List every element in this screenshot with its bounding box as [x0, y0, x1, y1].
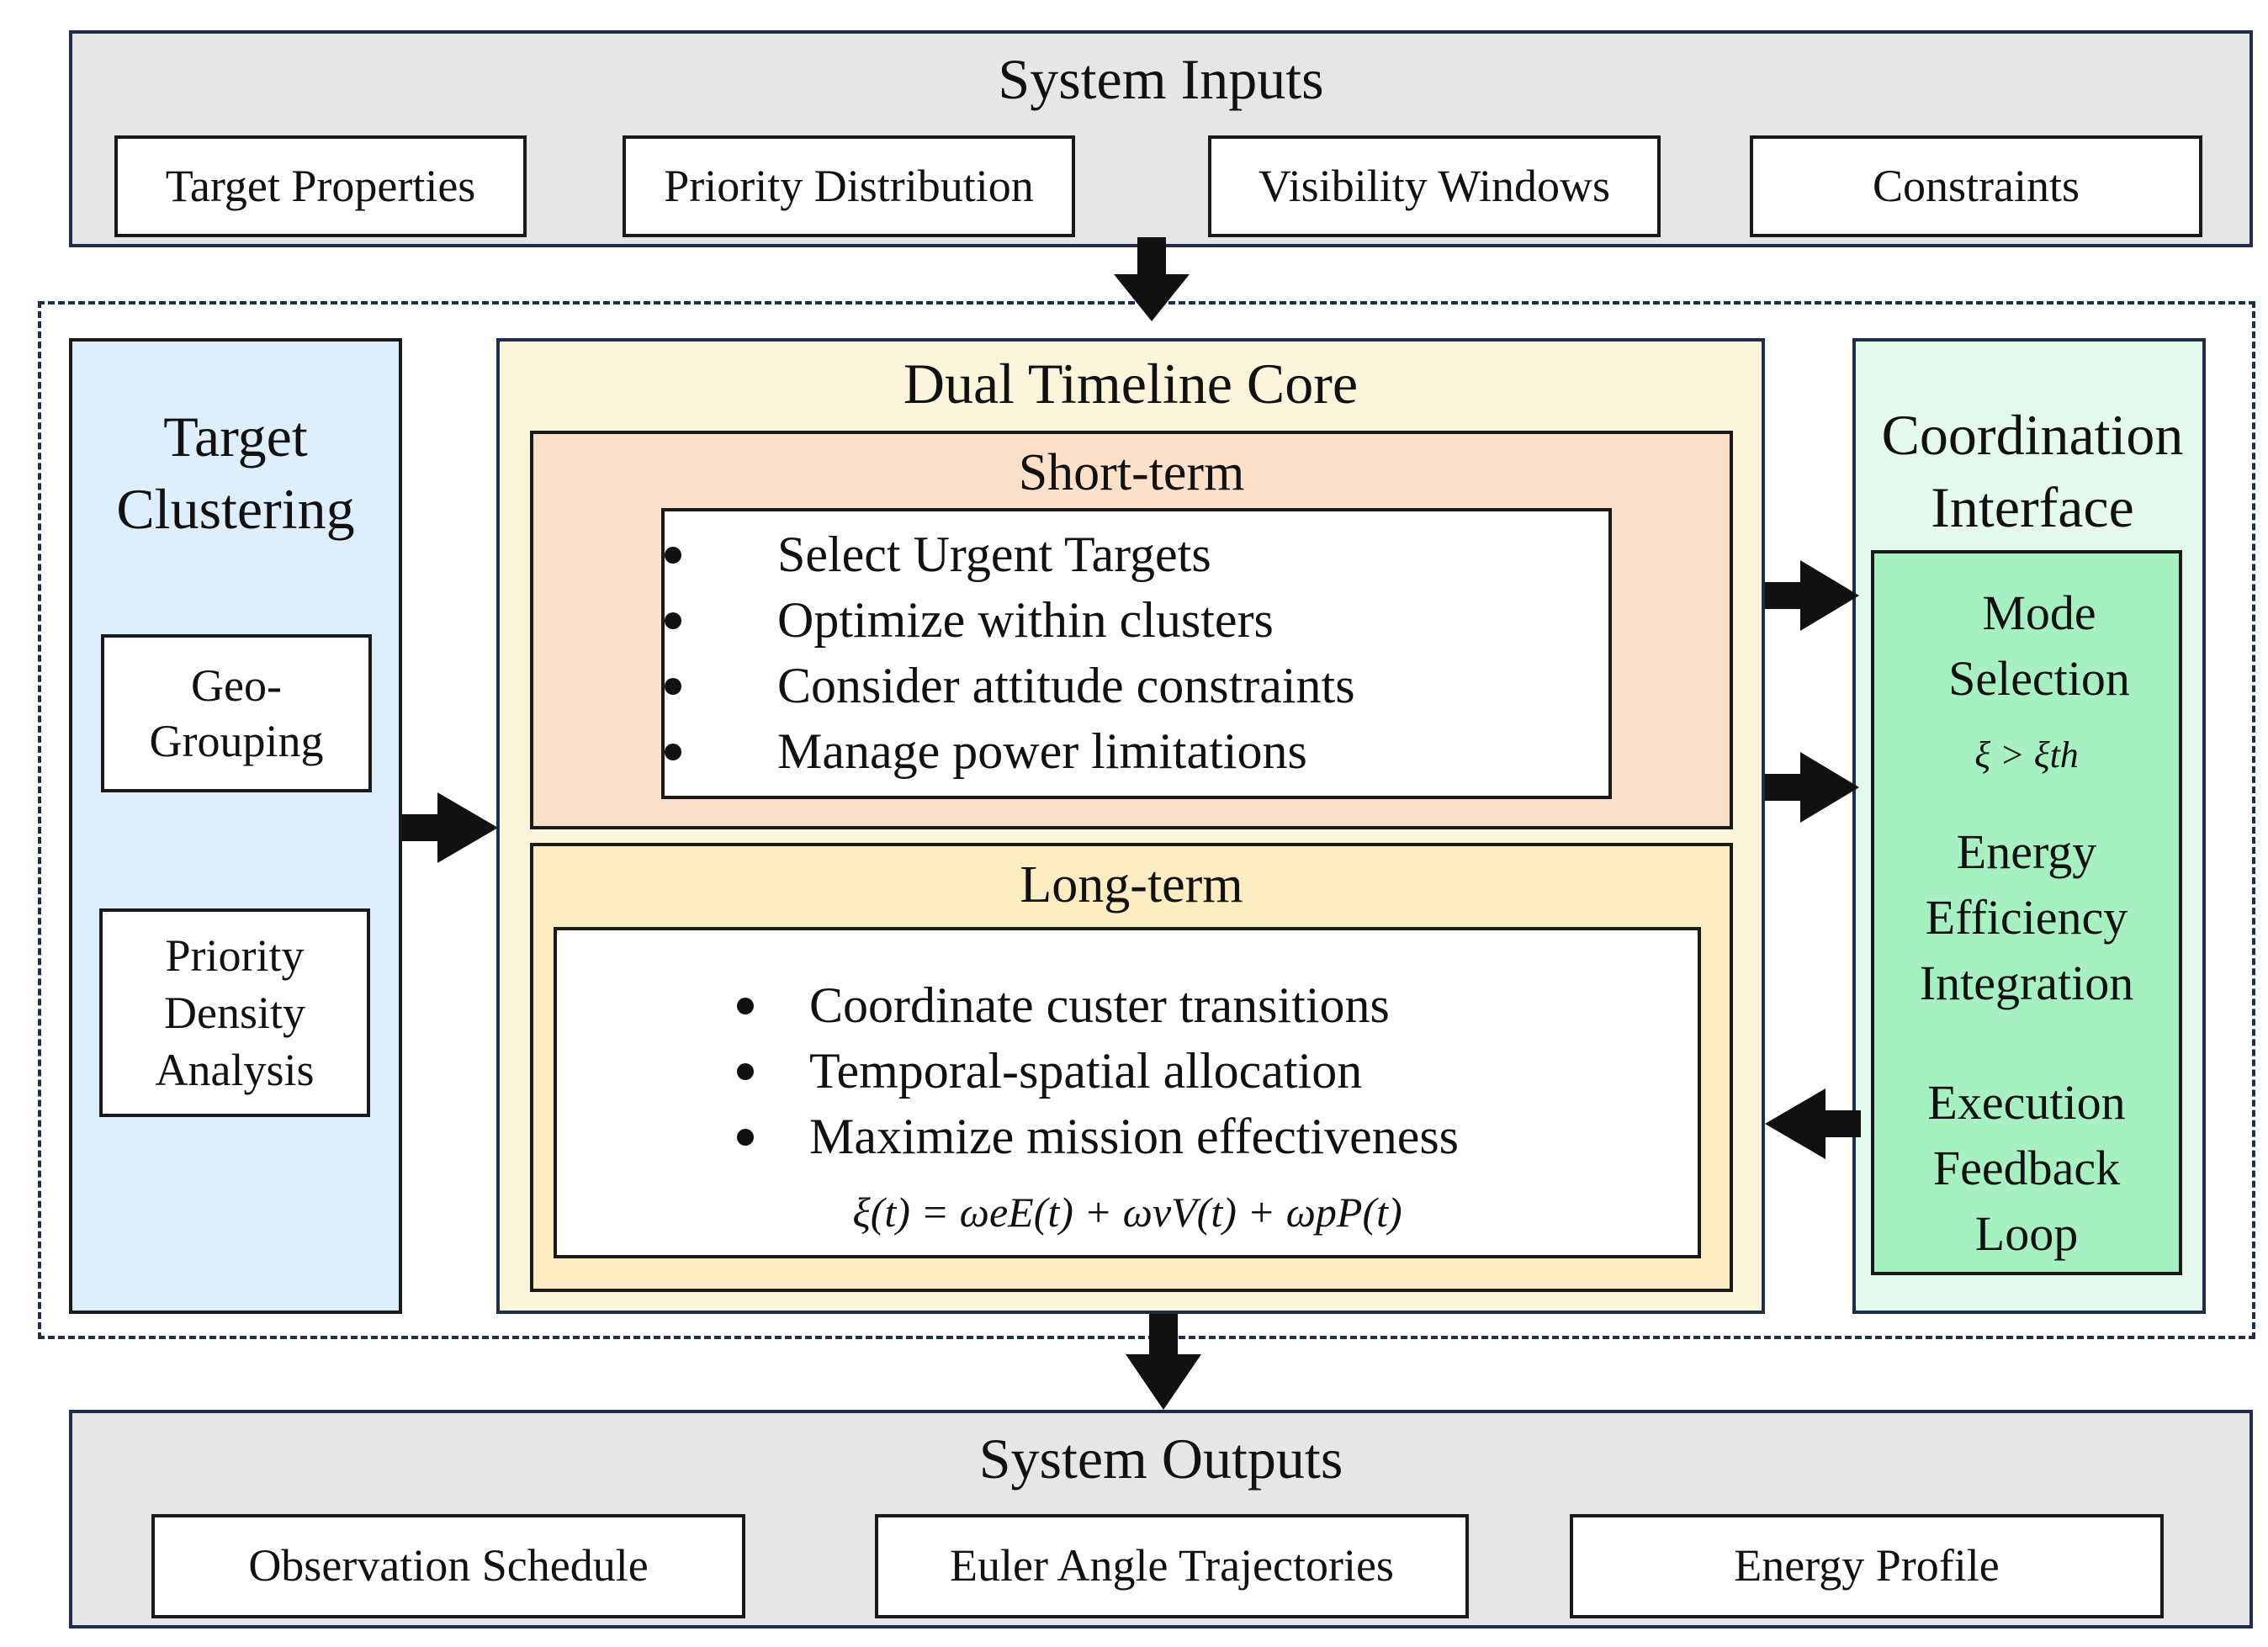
short-term-list: Select Urgent Targets Optimize within cl…	[665, 522, 1355, 784]
long-term-item: Coordinate custer transitions	[737, 972, 1459, 1038]
mode-line1: Mode	[1982, 585, 2096, 640]
long-term-item: Temporal-spatial allocation	[737, 1038, 1459, 1104]
output-observation-schedule: Observation Schedule	[151, 1514, 745, 1618]
bullet-icon	[737, 1063, 754, 1080]
coordination-title-line2: Interface	[1931, 475, 2134, 539]
exec-line1: Execution	[1927, 1075, 2126, 1130]
energy-line1: Energy	[1956, 824, 2097, 879]
energy-line3: Integration	[1919, 956, 2134, 1010]
arrow-right-core-to-mode	[1765, 560, 1859, 631]
input-priority-distribution: Priority Distribution	[623, 135, 1075, 237]
system-inputs-title: System Inputs	[998, 47, 1324, 111]
arrow-down-inputs	[1114, 237, 1190, 321]
input-visibility-windows: Visibility Windows	[1208, 135, 1661, 237]
target-clustering-title-line1: Target	[163, 405, 308, 469]
coordination-title-line1: Coordination	[1881, 403, 2184, 467]
bullet-icon	[665, 744, 681, 760]
bullet-icon	[665, 678, 681, 695]
long-term-item: Maximize mission effectiveness	[737, 1104, 1459, 1169]
input-constraints: Constraints	[1750, 135, 2202, 237]
target-clustering-title: Target Clustering	[72, 400, 399, 545]
target-clustering-title-line2: Clustering	[116, 477, 355, 541]
mode-line2: Selection	[1948, 651, 2130, 706]
output-energy-profile: Energy Profile	[1570, 1514, 2164, 1618]
target-clustering-panel: Target Clustering	[69, 338, 402, 1314]
bullet-icon	[665, 547, 681, 564]
mode-selection: Mode Selection	[1874, 580, 2179, 712]
exec-line3: Loop	[1974, 1206, 2079, 1261]
energy-line2: Efficiency	[1925, 890, 2128, 945]
arrow-down-outputs	[1126, 1314, 1201, 1410]
coordination-inner-box: Mode Selection ξ > ξth Energy Efficiency…	[1871, 550, 2182, 1275]
bullet-icon	[665, 612, 681, 629]
execution-feedback-loop: Execution Feedback Loop	[1874, 1070, 2179, 1267]
arrow-right-core-to-energy	[1765, 752, 1859, 823]
geo-grouping-box: Geo- Grouping	[101, 634, 372, 792]
input-target-properties: Target Properties	[114, 135, 527, 237]
long-term-list: Coordinate custer transitions Temporal-s…	[737, 972, 1459, 1169]
exec-line2: Feedback	[1932, 1141, 2121, 1195]
system-outputs-title: System Outputs	[978, 1427, 1343, 1491]
priority-density-box: Priority Density Analysis	[99, 908, 370, 1117]
short-term-item: Select Urgent Targets	[665, 522, 1355, 587]
bullet-icon	[737, 998, 754, 1014]
priority-density-line2: Density	[164, 988, 305, 1038]
short-term-item: Optimize within clusters	[665, 587, 1355, 653]
coordination-interface-title: Coordination Interface	[1847, 399, 2218, 543]
long-term-list-box: Coordinate custer transitions Temporal-s…	[554, 927, 1701, 1258]
geo-grouping-line1: Geo-	[191, 660, 282, 711]
arrow-left-feedback-to-core	[1765, 1088, 1861, 1159]
priority-density-line1: Priority	[165, 930, 305, 981]
priority-density-line3: Analysis	[155, 1045, 315, 1095]
short-term-item: Manage power limitations	[665, 718, 1355, 784]
geo-grouping-line2: Grouping	[149, 716, 324, 766]
short-term-title: Short-term	[1018, 444, 1245, 501]
energy-efficiency-integration: Energy Efficiency Integration	[1874, 819, 2179, 1016]
short-term-list-box: Select Urgent Targets Optimize within cl…	[661, 508, 1612, 799]
dual-timeline-core-title: Dual Timeline Core	[903, 352, 1359, 416]
output-euler-angle-trajectories: Euler Angle Trajectories	[875, 1514, 1469, 1618]
mode-threshold-formula: ξ > ξth	[1974, 734, 2079, 776]
arrow-right-clustering-to-core	[402, 792, 498, 863]
long-term-title: Long-term	[1020, 856, 1243, 914]
short-term-item: Consider attitude constraints	[665, 653, 1355, 718]
effectiveness-formula: ξ(t) = ωeE(t) + ωvV(t) + ωpP(t)	[852, 1189, 1402, 1236]
bullet-icon	[737, 1129, 754, 1146]
